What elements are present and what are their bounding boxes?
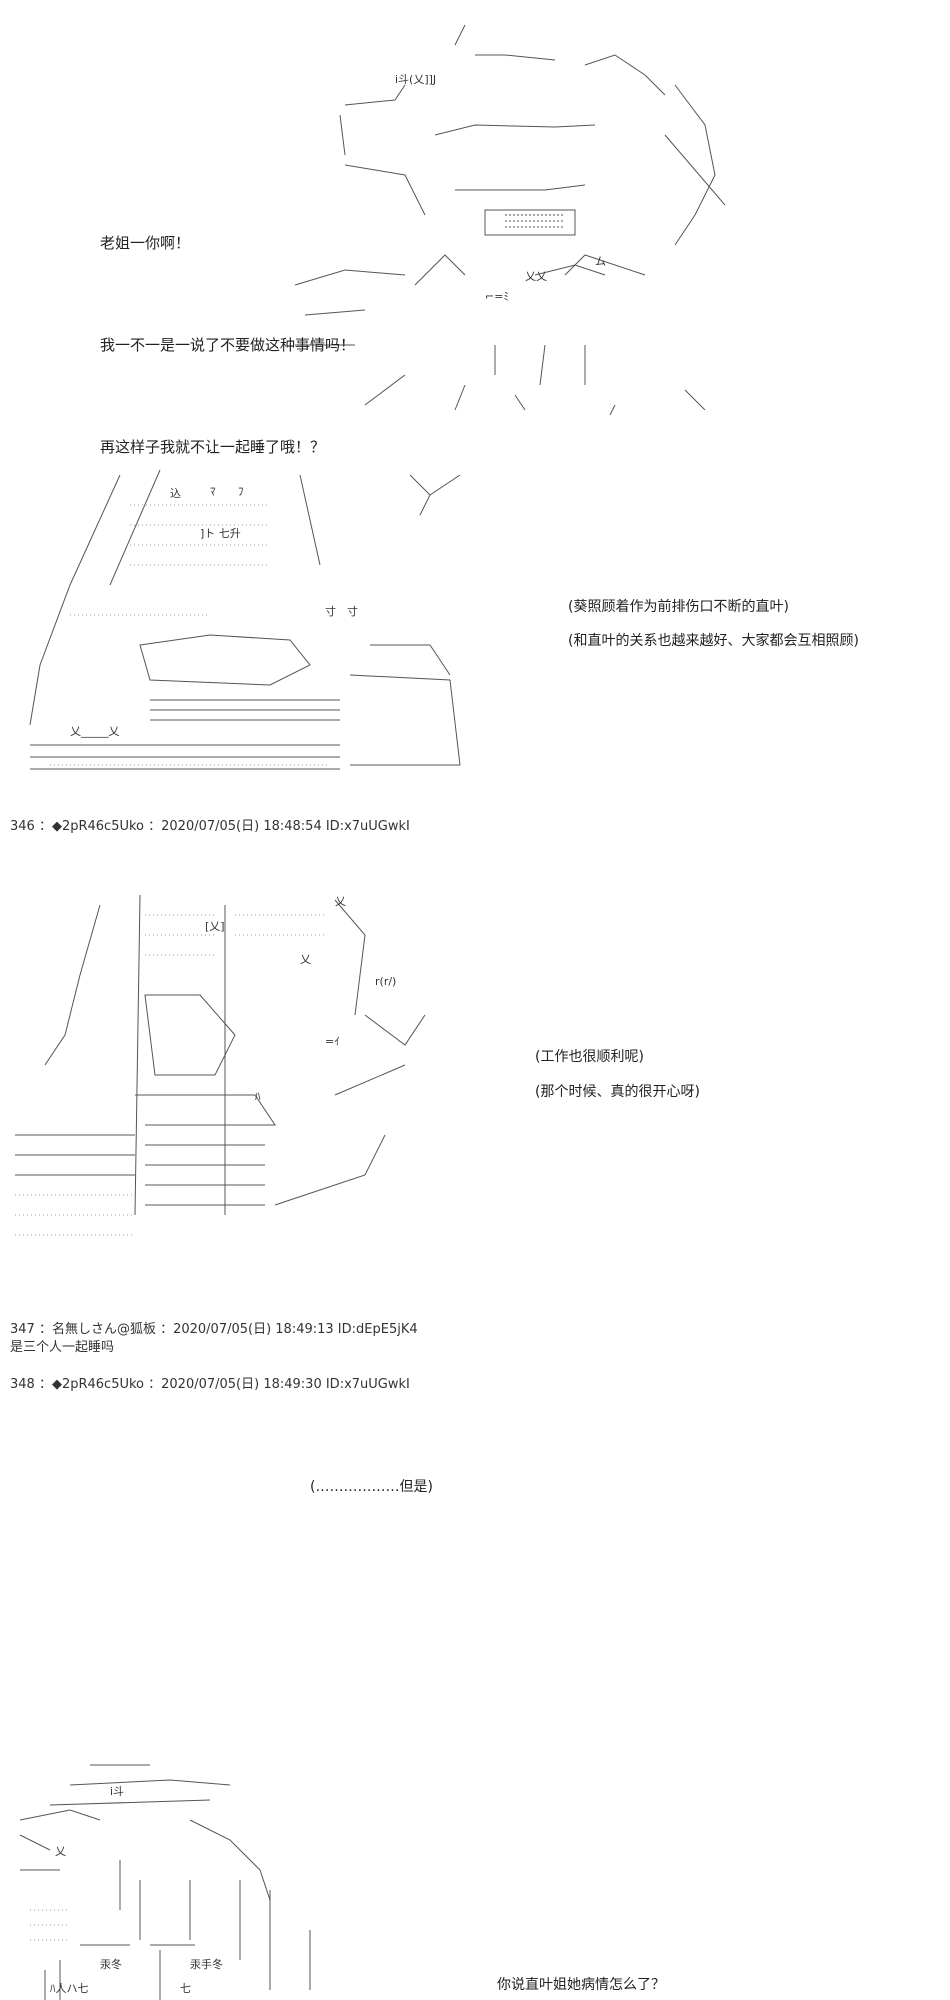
art-glyph: 込	[170, 487, 181, 500]
narration-line: (和直叶的关系也越来越好、大家都会互相照顾)	[568, 633, 859, 649]
narration-line: (葵照顾着作为前排伤口不断的直叶)	[568, 599, 789, 615]
art-glyph: 寸 寸	[325, 604, 358, 618]
ascii-art-sisters: i斗(乂]]J ⌐=ﾐ 乂乂 ム	[285, 15, 725, 415]
art-glyph: 汞冬	[100, 1957, 122, 1971]
art-glyph: 汞手冬	[190, 1957, 223, 1971]
narration-line: (………………但是)	[310, 1479, 433, 1495]
ascii-art-working: 乂 [乂] 乂 =ｲ ﾊ r(r/)	[5, 895, 435, 1265]
art-glyph: ]ト 七升	[200, 527, 241, 540]
art-glyph: 乂	[335, 895, 346, 908]
art-glyph: 乂	[55, 1845, 66, 1858]
art-glyph: 乂_____乂	[70, 725, 120, 738]
art-glyph: ﾌ	[238, 485, 244, 498]
narration-line: (工作也很顺利呢)	[535, 1049, 644, 1065]
art-glyph: i斗(乂]]J	[395, 73, 436, 86]
post-header-348: 348 ：◆2pR46c5Uko ：2020/07/05(日) 18:49:30…	[10, 1377, 410, 1392]
dialog-line: 再这样子我就不让一起睡了哦！？	[100, 438, 326, 456]
post-header-347: 347 ：名無しさん@狐板 ：2020/07/05(日) 18:49:13 ID…	[10, 1322, 418, 1337]
dialog-line: 老姐一你啊！	[100, 234, 191, 252]
dialog-line: 你说直叶姐她病情怎么了？	[497, 1977, 665, 1993]
art-glyph: ﾏ	[210, 485, 216, 498]
art-glyph: 乂乂	[525, 270, 547, 283]
art-glyph: [乂]	[205, 920, 225, 933]
dialog-line: 我一不一是一说了不要做这种事情吗！	[100, 336, 356, 354]
dialog-scene1: 老姐一你啊！ 我一不一是一说了不要做这种事情吗！ 再这样子我就不让一起睡了哦！？	[100, 158, 355, 498]
art-glyph: ム	[595, 255, 606, 268]
art-glyph: 乂	[300, 953, 311, 966]
art-glyph: 七	[180, 1982, 191, 1995]
ascii-art-sleeping: 込 ﾏ ﾌ ]ト 七升 寸 寸 乂_____乂	[10, 465, 470, 785]
art-glyph: ﾊ人ハ七	[50, 1982, 89, 1995]
post-header-346: 346 ：◆2pR46c5Uko ：2020/07/05(日) 18:48:54…	[10, 819, 410, 834]
art-glyph: =ｲ	[325, 1035, 340, 1048]
ascii-art-hospital: i斗 乂 汞冬 汞手冬 ﾊ人ハ七 七	[10, 1760, 340, 2000]
art-glyph: ⌐=ﾐ	[485, 290, 509, 303]
narration-line: (那个时候、真的很开心呀)	[535, 1084, 700, 1100]
post-body-347: 是三个人一起睡吗	[10, 1340, 115, 1355]
art-glyph: ﾊ	[255, 1090, 261, 1103]
art-glyph: i斗	[110, 1785, 124, 1798]
art-glyph: r(r/)	[375, 975, 396, 988]
